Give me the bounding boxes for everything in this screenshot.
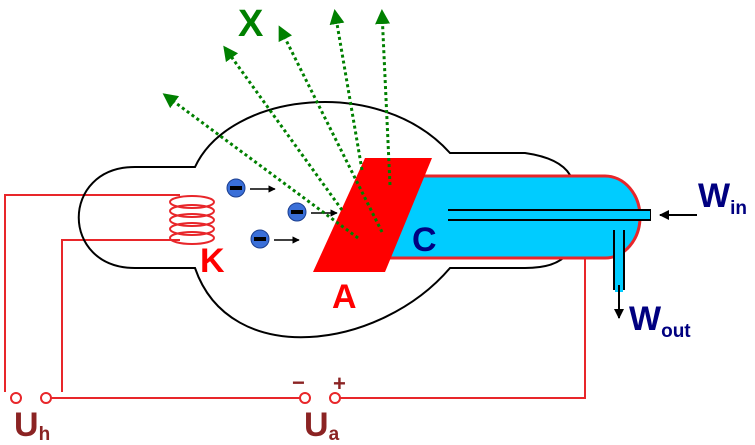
- heater-wire-inner: [61, 239, 180, 392]
- xray-beams: [162, 9, 392, 240]
- electrons: [226, 178, 338, 249]
- anode-terminal-minus: [299, 392, 311, 404]
- heater-voltage-label: Uh: [14, 406, 50, 445]
- xray-beam: [375, 9, 392, 186]
- cathode-label: K: [200, 242, 225, 280]
- xray-beam: [329, 9, 364, 171]
- anode-terminal-plus: [329, 392, 341, 404]
- water-outlet-pipe: [613, 230, 625, 290]
- water-out-label: Wout: [629, 300, 691, 342]
- cooling-label: C: [412, 221, 437, 259]
- anode-label: A: [332, 278, 357, 316]
- filament-coil: [169, 195, 215, 245]
- electron: [250, 229, 300, 249]
- plus-sign: +: [333, 371, 346, 396]
- terminals: [10, 392, 341, 404]
- electron: [226, 178, 276, 198]
- anode-voltage-label: Ua: [304, 406, 340, 445]
- xray-beam: [162, 93, 359, 240]
- minus-sign: −: [292, 370, 305, 395]
- circuit-wires: [4, 194, 586, 399]
- water-outlet-fill: [615, 230, 623, 292]
- xray-label: X: [238, 3, 264, 45]
- heater-terminal-left: [10, 392, 22, 404]
- glass-envelope: [77, 101, 571, 339]
- water-inlet-fill: [450, 211, 650, 219]
- water-in-label: Win: [698, 177, 747, 219]
- heater-wire-outer: [4, 194, 180, 392]
- anode-supply-wire: [340, 255, 586, 399]
- heater-terminal-right: [40, 392, 52, 404]
- electron: [287, 202, 338, 222]
- xray-beam: [278, 25, 384, 233]
